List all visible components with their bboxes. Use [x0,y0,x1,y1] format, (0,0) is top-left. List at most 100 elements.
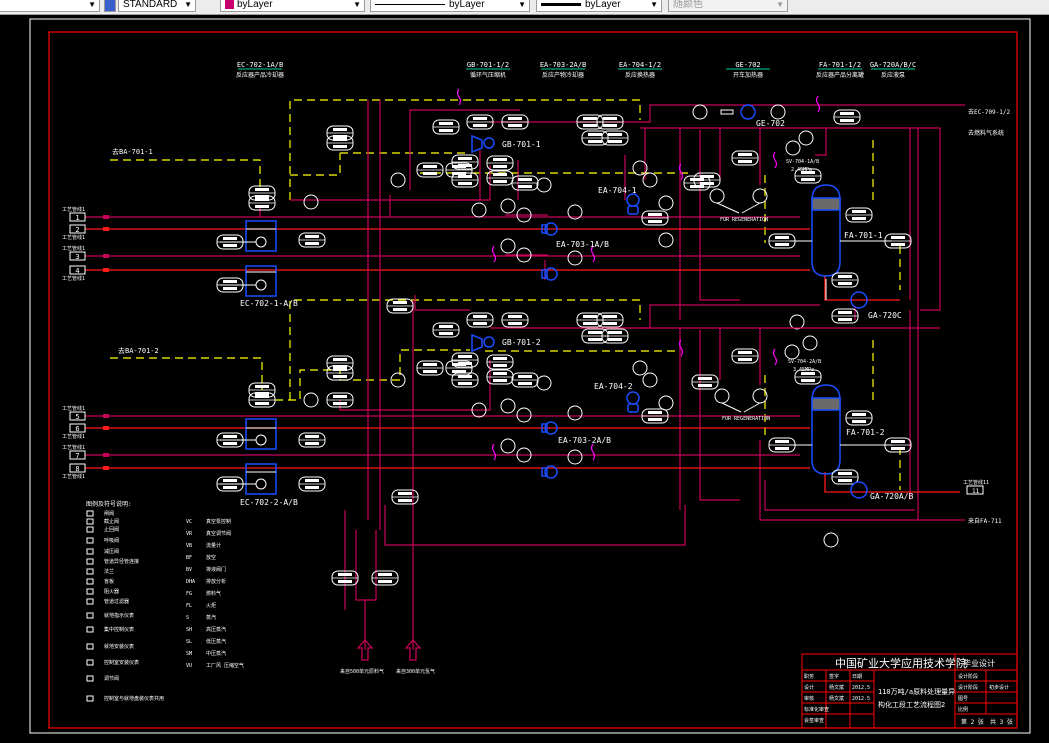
legend-symbol-label: 阻火器 [104,588,119,595]
legend-symbol-label: 就地安装仪表 [104,643,134,650]
flow-ref-ec-709: 去EC-709-1/2 [968,108,1011,116]
inlet-number: 2 [75,226,79,234]
legend-abbrev-text: 中压蒸汽 [206,650,226,657]
label-fa-701-1: FA-701-1 [844,231,883,240]
legend-symbol-icon [86,548,94,555]
legend-symbol-label: 止回阀 [104,526,119,533]
legend-symbol-label: 呼吸阀 [104,537,119,544]
dim-style-value: STANDARD [123,0,178,10]
header-desc: 反应器产品冷却器 [236,71,284,79]
inlet-label: 工艺管线1 [62,444,85,451]
ga-720c-pump [850,291,868,309]
lineweight-value: byLayer [585,0,621,10]
legend-symbol-label: 管道异径管连接 [104,558,139,565]
label-ec-702-2: EC-702-2-A/B [240,498,298,507]
inlet-flange [103,227,109,231]
drawing-frame [48,31,1018,729]
legend-symbol-icon [86,626,94,633]
ge-702-heater [740,104,756,120]
label-sv-1: SV-704-1A/B [786,159,819,165]
tb-role: 标准化审查 [804,706,829,713]
inlet-flange [103,414,109,418]
header-tag: GB-701-1/2 [467,61,509,69]
legend-symbol-icon [86,578,94,585]
flow-ref-fa-711: 来自FA-711 [968,517,1002,525]
legend-abbrev-code: SH [186,627,192,633]
header-desc: 反应器产品分离罐 [816,71,864,79]
label-ge-702: GE-702 [756,119,785,128]
ec-702-1-coolers [245,220,277,297]
sheet-border [29,18,1031,734]
inlet-number: 3 [75,253,79,261]
legend-symbol-label: 控制室安装仪表 [104,659,139,666]
legend-abbrev-text: 低压蒸汽 [206,638,226,645]
flow-ref-in-left: 来自500单元原料气 [340,668,384,675]
dim-style-combo[interactable]: STANDARD▼ [118,0,196,12]
plotstyle-value: 随颜色 [673,0,703,10]
color-combo[interactable]: byLayer▼ [220,0,365,12]
text-style-combo[interactable]: ▼ [0,0,100,12]
inlet-flange [103,268,109,272]
legend-symbol-label: 截止阀 [104,518,119,525]
legend-symbol-label: 调节阀 [104,675,119,682]
label-ga-720c: GA-720C [868,311,902,320]
label-sv-1-pressure: 2.45MPa [791,167,812,173]
tb-date: 2012.5 [852,696,870,702]
legend-abbrev-code: VU [186,663,192,669]
inlet-box [69,265,86,275]
lineweight-combo[interactable]: byLayer▼ [536,0,662,12]
legend-abbrev-text: 真空调节阀 [206,530,231,537]
flow-ref-ba-701-2: 去BA-701-2 [118,346,159,355]
tb-name: 签字 [829,673,839,680]
legend-symbol-icon [86,643,94,650]
legend-abbrev-text: 排放分析 [206,578,226,585]
header-tag: GA-720A/B/C [870,61,916,69]
linetype-combo[interactable]: byLayer▼ [370,0,530,12]
style-icon[interactable] [104,0,116,12]
plotstyle-combo[interactable]: 随颜色▼ [668,0,788,12]
inlet-flange [103,215,109,219]
legend-abbrev-code: VR [186,531,193,537]
legend-abbrev-text: 火炬 [206,602,216,609]
ea-703-2-exchangers [541,421,558,479]
inlet-label: 工艺管线1 [62,433,85,440]
flow-ref-fuel: 去燃料气系统 [968,129,1004,137]
inlet-label: 工艺管线1 [62,234,85,241]
tb-right-key: 比例 [958,706,968,713]
flow-ref-in-right: 来自300单元氢气 [396,668,435,675]
tb-name: 杨文斌 [829,684,844,691]
outlet-box-11 [966,485,984,495]
label-ga-720ab: GA-720A/B [870,492,914,501]
legend-abbrev-code: BF [186,555,192,561]
feed-arrows [356,639,422,661]
inlet-box [69,450,86,460]
inlet-box [69,411,86,421]
label-ea-704-2: EA-704-2 [594,382,633,391]
inlet-number: 4 [75,267,79,275]
legend-symbol-icon [86,588,94,595]
tb-right-key: 设计阶段 [958,673,978,680]
legend-symbol-icon [86,558,94,565]
legend-abbrev-code: SM [186,651,192,657]
legend-symbol-icon [86,675,94,682]
legend-abbrev-text: 燃料气 [206,590,221,597]
legend-abbrev-code: BV [186,567,192,573]
legend-abbrev-code: VC [186,519,192,525]
ea-704-2-exchanger [626,391,640,413]
title-block-text: 中国矿业大学应用技术学院 毕业设计 110万吨/a原料处理量异 构化工段工艺流程… [804,656,1013,726]
gb-701-1-compressor [471,134,495,154]
tb-right-key: 设计阶段 [958,684,978,691]
tb-role: 设计 [804,684,814,691]
fa-701-2-separator [811,384,841,475]
legend-symbol-label: 盲板 [104,578,114,585]
school-name: 中国矿业大学应用技术学院 [835,656,967,670]
legend-symbol-icon [86,537,94,544]
inlet-label: 工艺管线1 [62,275,85,282]
ga-720ab-pump [850,481,868,499]
label-sv-2-pressure: 3.45MPa [793,367,814,373]
header-desc: 反应换热器 [625,71,655,79]
linetype-preview [375,3,445,5]
inlet-box [69,212,86,222]
